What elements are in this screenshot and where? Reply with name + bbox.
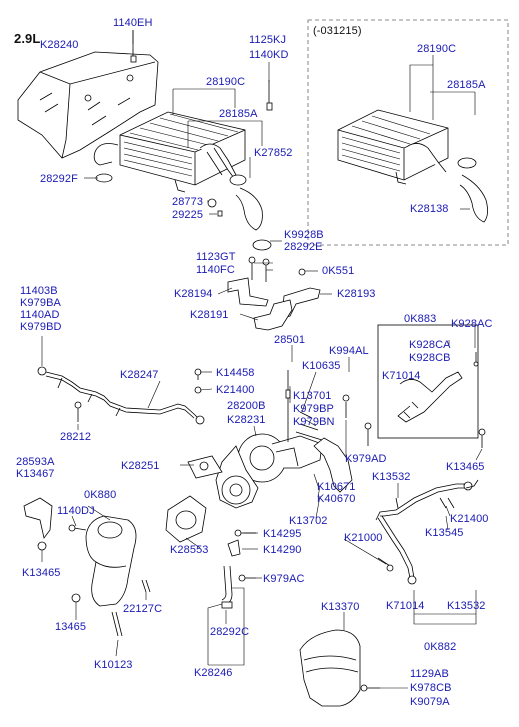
part-label-22127C[interactable]: 22127C: [123, 603, 163, 615]
engine-label: 2.9L: [14, 31, 41, 46]
part-label-K14458[interactable]: K14458: [216, 367, 255, 379]
part-label-K28251[interactable]: K28251: [121, 460, 160, 472]
part-label-1140EH[interactable]: 1140EH: [113, 17, 153, 29]
part-label-K13532[interactable]: K13532: [372, 471, 411, 483]
part-label-28501[interactable]: 28501: [274, 334, 306, 346]
part-label-K928CB[interactable]: K928CB: [409, 352, 451, 364]
part-label-1125KJ[interactable]: 1125KJ: [249, 34, 287, 46]
turbocharger-shape: [215, 433, 353, 509]
part-label-28292C[interactable]: 28292C: [210, 626, 250, 638]
intercooler-variant-shape: [337, 109, 449, 181]
part-label-K21000[interactable]: K21000: [344, 532, 383, 544]
part-label-K10123[interactable]: K10123: [94, 659, 133, 671]
part-label-K13702[interactable]: K13702: [289, 515, 328, 527]
part-label-K27852[interactable]: K27852: [254, 147, 293, 159]
part-label-28185A[interactable]: 28185A: [219, 108, 258, 120]
variant-box: [307, 19, 509, 246]
part-label-K979AC[interactable]: K979AC: [263, 573, 305, 585]
part-label-1129AB[interactable]: 1129AB: [410, 668, 449, 680]
part-label-0K883[interactable]: 0K883: [404, 313, 437, 325]
part-label-K13545[interactable]: K13545: [425, 527, 464, 539]
engine-cover-shape: [17, 51, 159, 159]
part-label-13465[interactable]: 13465: [55, 621, 87, 633]
part-label-K28194[interactable]: K28194: [174, 288, 213, 300]
part-label-K28193[interactable]: K28193: [337, 288, 376, 300]
part-label-K9079A[interactable]: K9079A: [410, 696, 450, 708]
part-label-K13467[interactable]: K13467: [16, 468, 55, 480]
part-label-1140KD[interactable]: 1140KD: [249, 49, 289, 61]
part-label-K979BD[interactable]: K979BD: [20, 321, 62, 333]
part-label-K28231[interactable]: K28231: [227, 414, 266, 426]
part-label-K979BN[interactable]: K979BN: [293, 416, 335, 428]
part-label-K10635[interactable]: K10635: [302, 360, 341, 372]
exhaust-elbow-shape: [85, 515, 137, 607]
part-label-K28240[interactable]: K28240: [40, 39, 79, 51]
part-label-K28247[interactable]: K28247: [120, 369, 159, 381]
part-label-K21400[interactable]: K21400: [216, 384, 255, 396]
part-label-11403B[interactable]: 11403B: [20, 285, 58, 297]
part-label-K14295[interactable]: K14295: [263, 528, 302, 540]
part-label-K10671[interactable]: K10671: [317, 481, 356, 493]
part-label-0K551[interactable]: 0K551: [322, 265, 355, 277]
part-label-28190C-variant[interactable]: 28190C: [417, 43, 457, 55]
part-label-K28246[interactable]: K28246: [194, 667, 233, 679]
part-label-K71014[interactable]: K71014: [382, 370, 421, 382]
part-label-K13532-pipe[interactable]: K13532: [447, 600, 486, 612]
part-label-1140AD[interactable]: 1140AD: [20, 309, 60, 321]
part-label-28292F[interactable]: 28292F: [40, 173, 78, 185]
intercooler-main-shape: [119, 111, 246, 186]
part-label-28593A[interactable]: 28593A: [16, 456, 55, 468]
part-label-K13465-bracket[interactable]: K13465: [22, 567, 61, 579]
part-label-K40670[interactable]: K40670: [317, 493, 356, 505]
part-label-K13701[interactable]: K13701: [293, 390, 332, 402]
part-label-K979BP[interactable]: K979BP: [293, 403, 334, 415]
part-label-0K882[interactable]: 0K882: [424, 641, 457, 653]
part-label-28200B[interactable]: 28200B: [227, 400, 266, 412]
part-label-K14290[interactable]: K14290: [263, 544, 302, 556]
part-label-1140FC[interactable]: 1140FC: [196, 264, 235, 276]
part-label-K13370[interactable]: K13370: [321, 601, 360, 613]
part-label-K928CA[interactable]: K928CA: [409, 339, 451, 351]
part-label-28212[interactable]: 28212: [60, 431, 92, 443]
part-label-K928AC[interactable]: K928AC: [451, 318, 493, 330]
part-label-K994AL[interactable]: K994AL: [329, 345, 369, 357]
part-label-1140DJ[interactable]: 1140DJ: [57, 505, 95, 517]
part-label-0K880[interactable]: 0K880: [84, 489, 117, 501]
part-label-K28553[interactable]: K28553: [170, 544, 209, 556]
part-label-K71014-pipe[interactable]: K71014: [386, 600, 425, 612]
variant-label: (-031215): [313, 25, 362, 37]
part-label-K979BA[interactable]: K979BA: [20, 297, 61, 309]
part-label-28190C[interactable]: 28190C: [206, 76, 246, 88]
part-label-28185A-variant[interactable]: 28185A: [447, 79, 486, 91]
part-label-28773[interactable]: 28773: [172, 196, 204, 208]
part-label-K979AD[interactable]: K979AD: [345, 453, 387, 465]
part-label-K28191[interactable]: K28191: [190, 309, 229, 321]
part-label-29225[interactable]: 29225: [172, 209, 204, 221]
part-label-K978CB[interactable]: K978CB: [410, 682, 452, 694]
part-label-1123GT[interactable]: 1123GT: [196, 251, 236, 263]
part-label-K9928B[interactable]: K9928B: [284, 229, 324, 241]
part-label-K13465[interactable]: K13465: [446, 461, 485, 473]
heat-shield-shape: [299, 629, 361, 707]
part-label-28292E[interactable]: 28292E: [284, 241, 323, 253]
part-label-K21400-pipe[interactable]: K21400: [450, 513, 489, 525]
part-label-K28138[interactable]: K28138: [410, 203, 449, 215]
